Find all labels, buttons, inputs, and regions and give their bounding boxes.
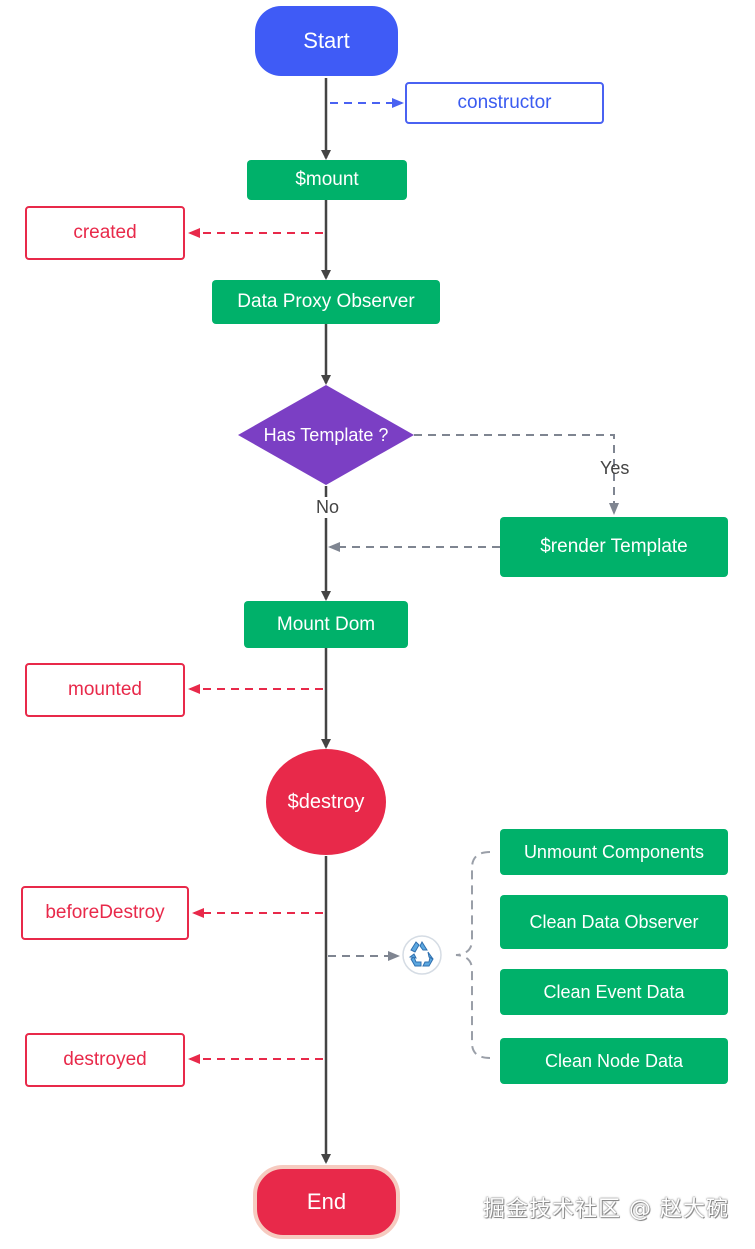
no-label: No — [314, 497, 342, 518]
constructor-hook: constructor — [405, 82, 604, 124]
data-proxy-observer-label: Data Proxy Observer — [237, 291, 415, 312]
clean-event-data-label: Clean Event Data — [543, 981, 685, 1002]
mount-label: $mount — [295, 169, 359, 190]
clean-node-data-label: Clean Node Data — [544, 1050, 684, 1071]
mount-node: $mount — [247, 160, 407, 200]
unmount-components-node: Unmount Components — [500, 829, 728, 875]
destroy-label: $destroy — [287, 790, 365, 813]
mount-dom-label: Mount Dom — [276, 613, 376, 635]
before-destroy-label: beforeDestroy — [45, 902, 165, 923]
end-label: End — [306, 1189, 347, 1214]
created-label: created — [73, 222, 137, 243]
start-node: Start — [255, 6, 398, 76]
yes-label: Yes — [600, 458, 630, 478]
before-destroy-hook: beforeDestroy — [21, 886, 189, 940]
watermark: 掘金技术社区 @ 赵大碗 — [483, 1197, 729, 1222]
render-template-node: $render Template — [500, 517, 728, 577]
has-template-label-box: Has Template ? — [238, 420, 414, 450]
mount-dom-node: Mount Dom — [244, 601, 408, 648]
constructor-label: constructor — [457, 92, 552, 113]
end-node: End — [253, 1165, 400, 1239]
edge-decision-yes — [414, 434, 619, 515]
data-proxy-observer-node: Data Proxy Observer — [212, 280, 440, 324]
has-template-diamond — [238, 385, 414, 485]
destroyed-label: destroyed — [63, 1049, 147, 1070]
unmount-components-label: Unmount Components — [523, 841, 705, 862]
mounted-label: mounted — [68, 679, 142, 700]
clean-event-data-node: Clean Event Data — [500, 969, 728, 1015]
clean-data-observer-label: Clean Data Observer — [529, 911, 699, 932]
clean-data-observer-node: Clean Data Observer — [500, 895, 728, 949]
mounted-hook: mounted — [25, 663, 185, 717]
created-hook: created — [25, 206, 185, 260]
cleanup-brace — [455, 851, 491, 1059]
has-template-label: Has Template ? — [263, 424, 389, 445]
clean-node-data-node: Clean Node Data — [500, 1038, 728, 1084]
render-template-label: $render Template — [540, 536, 688, 557]
start-label: Start — [303, 28, 350, 53]
recycle-icon — [402, 935, 442, 975]
destroy-node: $destroy — [266, 749, 386, 855]
destroyed-hook: destroyed — [25, 1033, 185, 1087]
